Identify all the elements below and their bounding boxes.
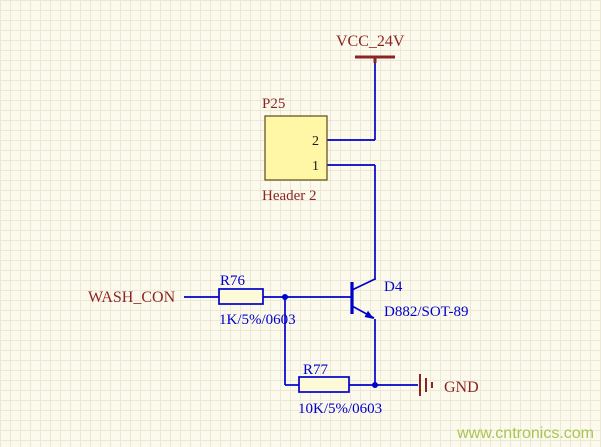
resistor-r77: R77 10K/5%/0603 xyxy=(298,362,382,417)
junction-dot xyxy=(282,294,288,300)
net-label-wash-con: WASH_CON xyxy=(88,289,176,306)
d4-value: D882/SOT-89 xyxy=(384,304,468,320)
wires xyxy=(184,62,418,388)
watermark: www.cntronics.com xyxy=(457,425,594,442)
net-label-gnd: GND xyxy=(444,379,479,396)
r77-body xyxy=(298,376,350,393)
transistor-d4: D4 D882/SOT-89 xyxy=(350,278,468,320)
header-body xyxy=(264,115,328,181)
header-designator: P25 xyxy=(262,96,285,112)
transistor-emitter-arrow-icon xyxy=(364,310,374,319)
power-symbol-vcc: VCC_24V xyxy=(336,33,405,63)
header-pin-2: 2 xyxy=(312,134,319,149)
d4-designator: D4 xyxy=(384,279,403,295)
net-label-vcc: VCC_24V xyxy=(336,33,405,50)
r77-designator: R77 xyxy=(303,362,329,378)
resistor-r76: R76 1K/5%/0603 xyxy=(218,273,296,328)
junction-dot xyxy=(372,382,378,388)
header-comment: Header 2 xyxy=(262,188,317,204)
ground-symbol: GND xyxy=(419,374,479,396)
r76-body xyxy=(218,288,264,305)
r76-designator: R76 xyxy=(220,273,246,289)
header-pin-1: 1 xyxy=(312,159,319,174)
header-p25: P25 2 1 Header 2 xyxy=(262,96,328,204)
transistor-collector-leg xyxy=(351,278,376,291)
r76-value: 1K/5%/0603 xyxy=(219,312,296,328)
r77-value: 10K/5%/0603 xyxy=(298,401,382,417)
